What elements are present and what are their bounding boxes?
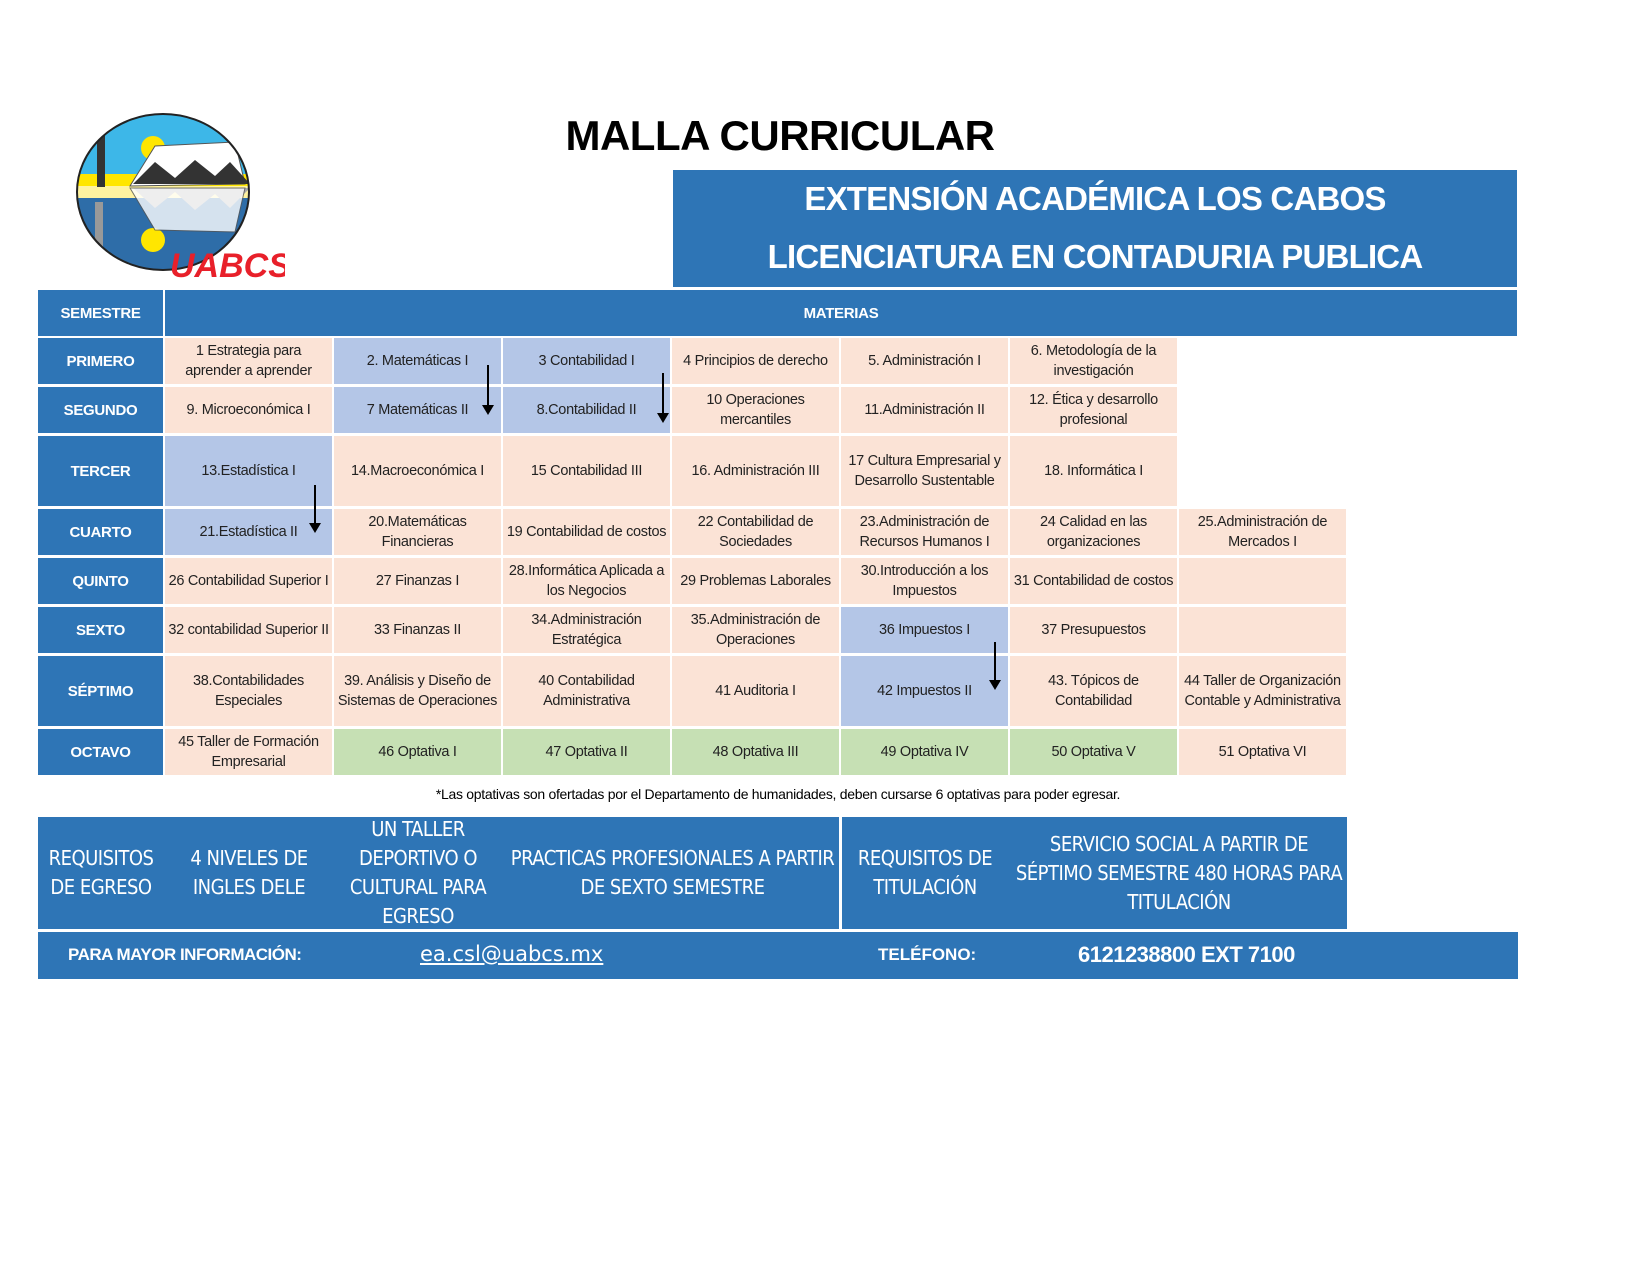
semester-label: CUARTO bbox=[38, 509, 163, 555]
semester-label: SÉPTIMO bbox=[38, 656, 163, 726]
course-cell: 33 Finanzas II bbox=[334, 607, 501, 653]
course-cell: 24 Calidad en las organizaciones bbox=[1010, 509, 1177, 555]
optativas-note: *Las optativas son ofertadas por el Depa… bbox=[435, 786, 1121, 802]
course-cell: 5. Administración I bbox=[841, 338, 1008, 384]
course-cell: 13.Estadística I bbox=[165, 436, 332, 506]
course-cell: 42 Impuestos II bbox=[841, 656, 1008, 726]
course-cell: 49 Optativa IV bbox=[841, 729, 1008, 775]
course-cell: 39. Análisis y Diseño de Sistemas de Ope… bbox=[334, 656, 501, 726]
program-banner: EXTENSIÓN ACADÉMICA LOS CABOS LICENCIATU… bbox=[673, 170, 1517, 287]
course-cell: 7 Matemáticas II bbox=[334, 387, 501, 433]
course-cell: 14.Macroeconómica I bbox=[334, 436, 501, 506]
course-cell: 8.Contabilidad II bbox=[503, 387, 670, 433]
course-cell: 48 Optativa III bbox=[672, 729, 839, 775]
course-cell: 25.Administración de Mercados I bbox=[1179, 509, 1346, 555]
course-cell: 6. Metodología de la investigación bbox=[1010, 338, 1177, 384]
course-cell: 30.Introducción a los Impuestos bbox=[841, 558, 1008, 604]
semester-label: PRIMERO bbox=[38, 338, 163, 384]
course-cell bbox=[1179, 607, 1346, 653]
course-cell: 51 Optativa VI bbox=[1179, 729, 1346, 775]
course-cell: 19 Contabilidad de costos bbox=[503, 509, 670, 555]
course-cell: 27 Finanzas I bbox=[334, 558, 501, 604]
email-link[interactable]: ea.csl@uabcs.mx bbox=[420, 942, 604, 966]
english-requirement: 4 NIVELES DE INGLES DELE bbox=[190, 846, 308, 899]
course-cell: 26 Contabilidad Superior I bbox=[165, 558, 332, 604]
course-cell: 46 Optativa I bbox=[334, 729, 501, 775]
svg-text:UABCS: UABCS bbox=[170, 247, 285, 282]
course-cell: 34.Administración Estratégica bbox=[503, 607, 670, 653]
course-cell: 43. Tópicos de Contabilidad bbox=[1010, 656, 1177, 726]
course-cell: 20.Matemáticas Financieras bbox=[334, 509, 501, 555]
semestre-header: SEMESTRE bbox=[38, 290, 163, 336]
info-label: PARA MAYOR INFORMACIÓN: bbox=[68, 945, 302, 964]
semester-label: QUINTO bbox=[38, 558, 163, 604]
course-cell: 23.Administración de Recursos Humanos I bbox=[841, 509, 1008, 555]
prerequisite-arrow-icon bbox=[309, 485, 321, 533]
course-cell: 28.Informática Aplicada a los Negocios bbox=[503, 558, 670, 604]
prerequisite-arrow-icon bbox=[657, 373, 669, 423]
course-cell: 10 Operaciones mercantiles bbox=[672, 387, 839, 433]
course-cell: 32 contabilidad Superior II bbox=[165, 607, 332, 653]
course-cell: 21.Estadística II bbox=[165, 509, 332, 555]
course-cell: 11.Administración II bbox=[841, 387, 1008, 433]
course-cell: 17 Cultura Empresarial y Desarrollo Sust… bbox=[841, 436, 1008, 506]
course-cell: 12. Ética y desarrollo profesional bbox=[1010, 387, 1177, 433]
course-cell: 18. Informática I bbox=[1010, 436, 1177, 506]
workshop-requirement: UN TALLER DEPORTIVO O CULTURAL PARA EGRE… bbox=[349, 817, 487, 928]
prerequisite-arrow-icon bbox=[989, 642, 1001, 690]
course-cell: 35.Administración de Operaciones bbox=[672, 607, 839, 653]
course-cell: 3 Contabilidad I bbox=[503, 338, 670, 384]
course-cell: 4 Principios de derecho bbox=[672, 338, 839, 384]
requirements-section bbox=[38, 817, 1347, 929]
course-cell: 41 Auditoria I bbox=[672, 656, 839, 726]
graduation-requirements-label: REQUISITOS DE EGRESO bbox=[48, 846, 154, 899]
course-cell: 9. Microeconómica I bbox=[165, 387, 332, 433]
course-cell: 36 Impuestos I bbox=[841, 607, 1008, 653]
course-cell: 15 Contabilidad III bbox=[503, 436, 670, 506]
course-cell: 45 Taller de Formación Empresarial bbox=[165, 729, 332, 775]
internship-requirement: PRACTICAS PROFESIONALES A PARTIR DE SEXT… bbox=[510, 846, 835, 899]
semester-label: SEGUNDO bbox=[38, 387, 163, 433]
course-cell: 47 Optativa II bbox=[503, 729, 670, 775]
phone-number: 6121238800 EXT 7100 bbox=[1078, 942, 1295, 967]
course-cell: 37 Presupuestos bbox=[1010, 607, 1177, 653]
semester-label: SEXTO bbox=[38, 607, 163, 653]
phone-label: TELÉFONO: bbox=[878, 945, 977, 964]
semester-label: TERCER bbox=[38, 436, 163, 506]
course-cell: 44 Taller de Organización Contable y Adm… bbox=[1179, 656, 1346, 726]
course-cell: 50 Optativa V bbox=[1010, 729, 1177, 775]
titling-requirements-label: REQUISITOS DE TITULACIÓN bbox=[857, 846, 993, 899]
divider bbox=[839, 817, 842, 929]
course-cell: 2. Matemáticas I bbox=[334, 338, 501, 384]
course-cell bbox=[1179, 558, 1346, 604]
page-title: MALLA CURRICULAR bbox=[565, 112, 995, 159]
materias-header: MATERIAS bbox=[165, 290, 1517, 336]
course-cell: 38.Contabilidades Especiales bbox=[165, 656, 332, 726]
prerequisite-arrow-icon bbox=[482, 365, 494, 415]
course-cell: 29 Problemas Laborales bbox=[672, 558, 839, 604]
course-cell: 16. Administración III bbox=[672, 436, 839, 506]
course-cell: 40 Contabilidad Administrativa bbox=[503, 656, 670, 726]
semester-label: OCTAVO bbox=[38, 729, 163, 775]
course-cell: 22 Contabilidad de Sociedades bbox=[672, 509, 839, 555]
social-service-requirement: SERVICIO SOCIAL A PARTIR DE SÉPTIMO SEME… bbox=[1015, 831, 1343, 914]
uabcs-logo: UABCS bbox=[75, 112, 291, 285]
contact-footer: PARA MAYOR INFORMACIÓN: ea.csl@uabcs.mx … bbox=[38, 932, 1518, 979]
campus-name: EXTENSIÓN ACADÉMICA LOS CABOS bbox=[804, 180, 1386, 217]
course-cell: 1 Estrategia para aprender a aprender bbox=[165, 338, 332, 384]
program-name: LICENCIATURA EN CONTADURIA PUBLICA bbox=[767, 238, 1424, 275]
course-cell: 31 Contabilidad de costos bbox=[1010, 558, 1177, 604]
